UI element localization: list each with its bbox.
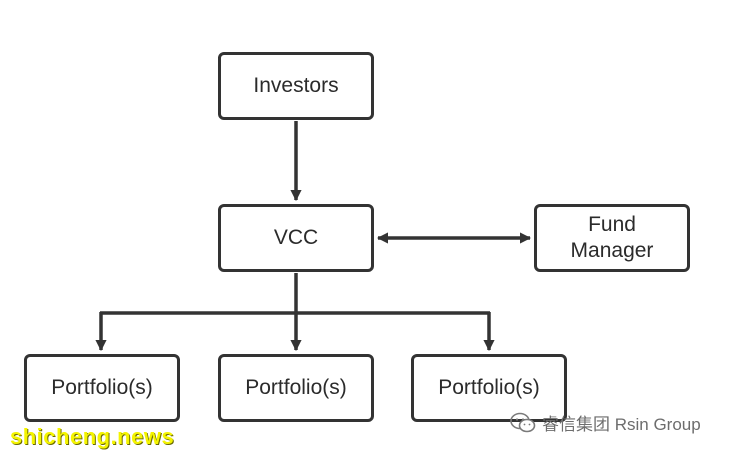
node-fund-manager-label-line1: Fund — [588, 212, 636, 236]
node-investors: Investors — [218, 52, 374, 120]
node-vcc-label: VCC — [273, 225, 319, 249]
watermark-rsin-group: 睿信集团 Rsin Group — [510, 410, 701, 435]
wechat-icon — [510, 412, 536, 432]
node-portfolio-3-label: Portfolio(s) — [438, 375, 540, 399]
node-vcc: VCC — [218, 204, 374, 272]
watermark-rsin-group-text: 睿信集团 Rsin Group — [542, 415, 701, 434]
node-portfolio-2-label: Portfolio(s) — [245, 375, 347, 399]
node-portfolio-2: Portfolio(s) — [218, 354, 374, 422]
node-portfolio-1-label: Portfolio(s) — [51, 375, 153, 399]
node-portfolio-1: Portfolio(s) — [24, 354, 180, 422]
node-fund-manager-label-line2: Manager — [570, 239, 654, 262]
watermark-shicheng: shicheng.news — [10, 424, 175, 449]
node-fund-manager: Fund Manager — [534, 204, 690, 272]
node-investors-label: Investors — [253, 73, 339, 97]
node-portfolio-3: Portfolio(s) — [411, 354, 567, 422]
